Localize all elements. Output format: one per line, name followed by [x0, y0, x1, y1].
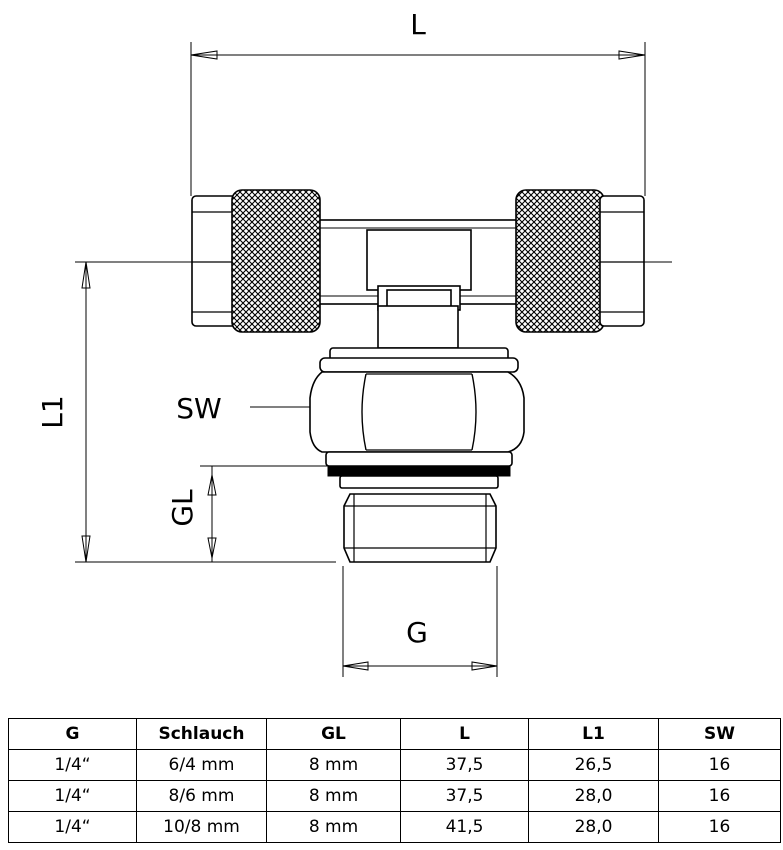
cell-schlauch: 10/8 mm	[136, 811, 267, 843]
dimension-L: L	[190, 8, 646, 196]
tee-fitting	[191, 189, 645, 563]
header-schlauch: Schlauch	[136, 718, 267, 750]
cell-g: 1/4“	[8, 749, 137, 781]
table-row: 1/4“ 10/8 mm 8 mm 41,5 28,0 16	[8, 811, 781, 843]
cell-sw: 16	[658, 811, 781, 843]
cell-l1: 28,0	[528, 811, 659, 843]
label-G: G	[406, 616, 428, 649]
arrowhead-right	[618, 50, 646, 60]
table-header-row: G Schlauch GL L L1 SW	[8, 718, 781, 750]
cell-g: 1/4“	[8, 780, 137, 812]
knurled-nut-right	[515, 189, 605, 333]
callout-SW: SW	[176, 392, 320, 425]
table-row: 1/4“ 6/4 mm 8 mm 37,5 26,5 16	[8, 749, 781, 781]
knurled-nut-left	[231, 189, 321, 333]
header-l1: L1	[528, 718, 659, 750]
cell-l: 37,5	[400, 749, 529, 781]
arrowhead-g-left	[342, 661, 369, 671]
dimension-G: G	[342, 566, 498, 677]
header-l: L	[400, 718, 529, 750]
cell-gl: 8 mm	[266, 749, 401, 781]
dimension-GL: GL	[166, 465, 330, 562]
label-GL: GL	[166, 489, 199, 527]
specification-table: G Schlauch GL L L1 SW 1/4“ 6/4 mm 8 mm 3…	[8, 718, 781, 843]
fitting-technical-drawing: L L1 GL G SW	[36, 8, 672, 677]
cell-schlauch: 6/4 mm	[136, 749, 267, 781]
cell-gl: 8 mm	[266, 811, 401, 843]
label-SW: SW	[176, 392, 221, 425]
label-L1: L1	[36, 395, 69, 428]
header-g: G	[8, 718, 137, 750]
arrowhead-gl-top	[207, 474, 217, 496]
header-sw: SW	[658, 718, 781, 750]
arrowhead-top	[81, 261, 91, 289]
arrowhead-left	[190, 50, 218, 60]
header-gl: GL	[266, 718, 401, 750]
arrowhead-bottom	[81, 535, 91, 563]
cell-sw: 16	[658, 780, 781, 812]
arrowhead-gl-bottom	[207, 537, 217, 559]
cell-l: 37,5	[400, 780, 529, 812]
cell-schlauch: 8/6 mm	[136, 780, 267, 812]
arrowhead-g-right	[471, 661, 498, 671]
cell-l1: 28,0	[528, 780, 659, 812]
label-L: L	[410, 8, 426, 41]
cell-l: 41,5	[400, 811, 529, 843]
cell-gl: 8 mm	[266, 780, 401, 812]
cell-sw: 16	[658, 749, 781, 781]
cell-g: 1/4“	[8, 811, 137, 843]
table-row: 1/4“ 8/6 mm 8 mm 37,5 28,0 16	[8, 780, 781, 812]
dimension-L1: L1	[36, 261, 336, 563]
cell-l1: 26,5	[528, 749, 659, 781]
